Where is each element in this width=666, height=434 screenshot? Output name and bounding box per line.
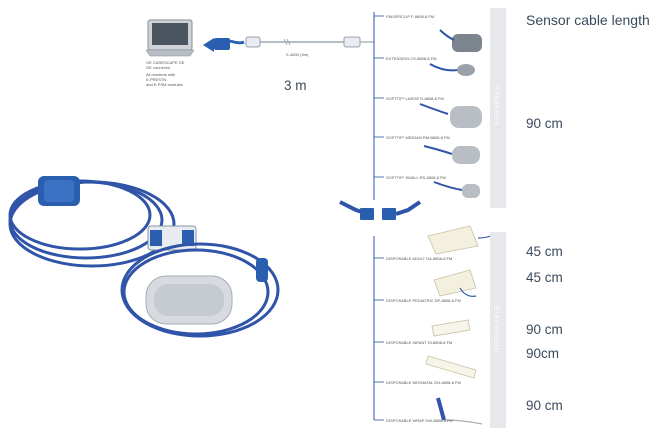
disposable-branches: [374, 257, 384, 421]
monitor-note-line: GE CARESCAPE GE: [146, 60, 185, 65]
extension-sensor-icon: [429, 63, 475, 76]
length-disposable-infant: 90 cm: [526, 322, 563, 337]
disposable-infant-sensor-icon: [431, 319, 471, 337]
disposable-sensor-label: DISPOSABLE ADULT DA-8808-8 FM: [386, 256, 453, 261]
disposable-neonatal-sensor-icon: [425, 355, 477, 379]
reusable-group-bar: [490, 8, 506, 208]
disposable-sensor-label: DISPOSABLE PEDIATRIC DP-8808-8 FM: [386, 298, 461, 303]
trunk-cable-part-label: X-4600 (3m): [286, 52, 309, 57]
reusable-branches: [374, 15, 384, 178]
monitor-note-line: GE connector: [146, 65, 171, 70]
sensor-product-photo: [8, 176, 280, 338]
disposable-group-bar: [490, 232, 506, 428]
length-reusable: 90 cm: [526, 116, 563, 131]
monitor-note-line: and E-PSM modules: [146, 82, 183, 87]
monitor-note-line: E-PRESTN: [146, 77, 167, 82]
monitor-connector-icon: [203, 38, 245, 52]
disposable-sensor-label: DISPOSABLE INFANT DI-8808-8 FM: [386, 340, 453, 345]
reusable-sensor-label: SOFTTIP* LARGE R-8808-8 FM: [386, 96, 444, 101]
softtip-large-sensor-icon: [419, 103, 482, 128]
softtip-medium-sensor-icon: [423, 145, 480, 164]
disposable-wrap-sensor-icon: [436, 397, 483, 425]
diagram-heading: Sensor cable length: [526, 12, 650, 28]
reusable-sensor-label: SOFTTIP* MEDIUM RM-8808-8 FM: [386, 135, 450, 140]
length-disposable-pediatric: 45 cm: [526, 270, 563, 285]
trunk-cable-graphic: [245, 36, 374, 48]
monitor-note: GE CARESCAPE GE GE connector All monitor…: [146, 60, 226, 87]
disposable-sensor-label: DISPOSABLE WRAP DW-8808-8 FM: [386, 418, 453, 423]
softtip-small-sensor-icon: [433, 181, 480, 198]
reusable-sensor-label: EXTENSION CS-8808-8 FM: [386, 56, 437, 61]
monitor-icon: [145, 19, 195, 57]
length-disposable-adult: 45 cm: [526, 244, 563, 259]
disposable-adult-sensor-icon: [427, 225, 491, 255]
split-connector-icon: [339, 200, 422, 220]
reusable-sensor-label: SOFTTIP* SMALL RS-8808-8 FM: [386, 175, 446, 180]
length-disposable-wrap: 90 cm: [526, 398, 563, 413]
reusable-sensor-label: FINGERCLIP F-8808-8 FM: [386, 14, 435, 19]
disposable-sensor-label: DISPOSABLE NEONATAL DN-8808-8 FM: [386, 380, 461, 385]
fingerclip-sensor-icon: [439, 29, 482, 52]
monitor-note-line: All monitors with: [146, 72, 176, 77]
trunk-cable-length: 3 m: [284, 78, 307, 93]
disposable-pediatric-sensor-icon: [433, 269, 477, 297]
length-disposable-neonatal: 90cm: [526, 346, 560, 361]
